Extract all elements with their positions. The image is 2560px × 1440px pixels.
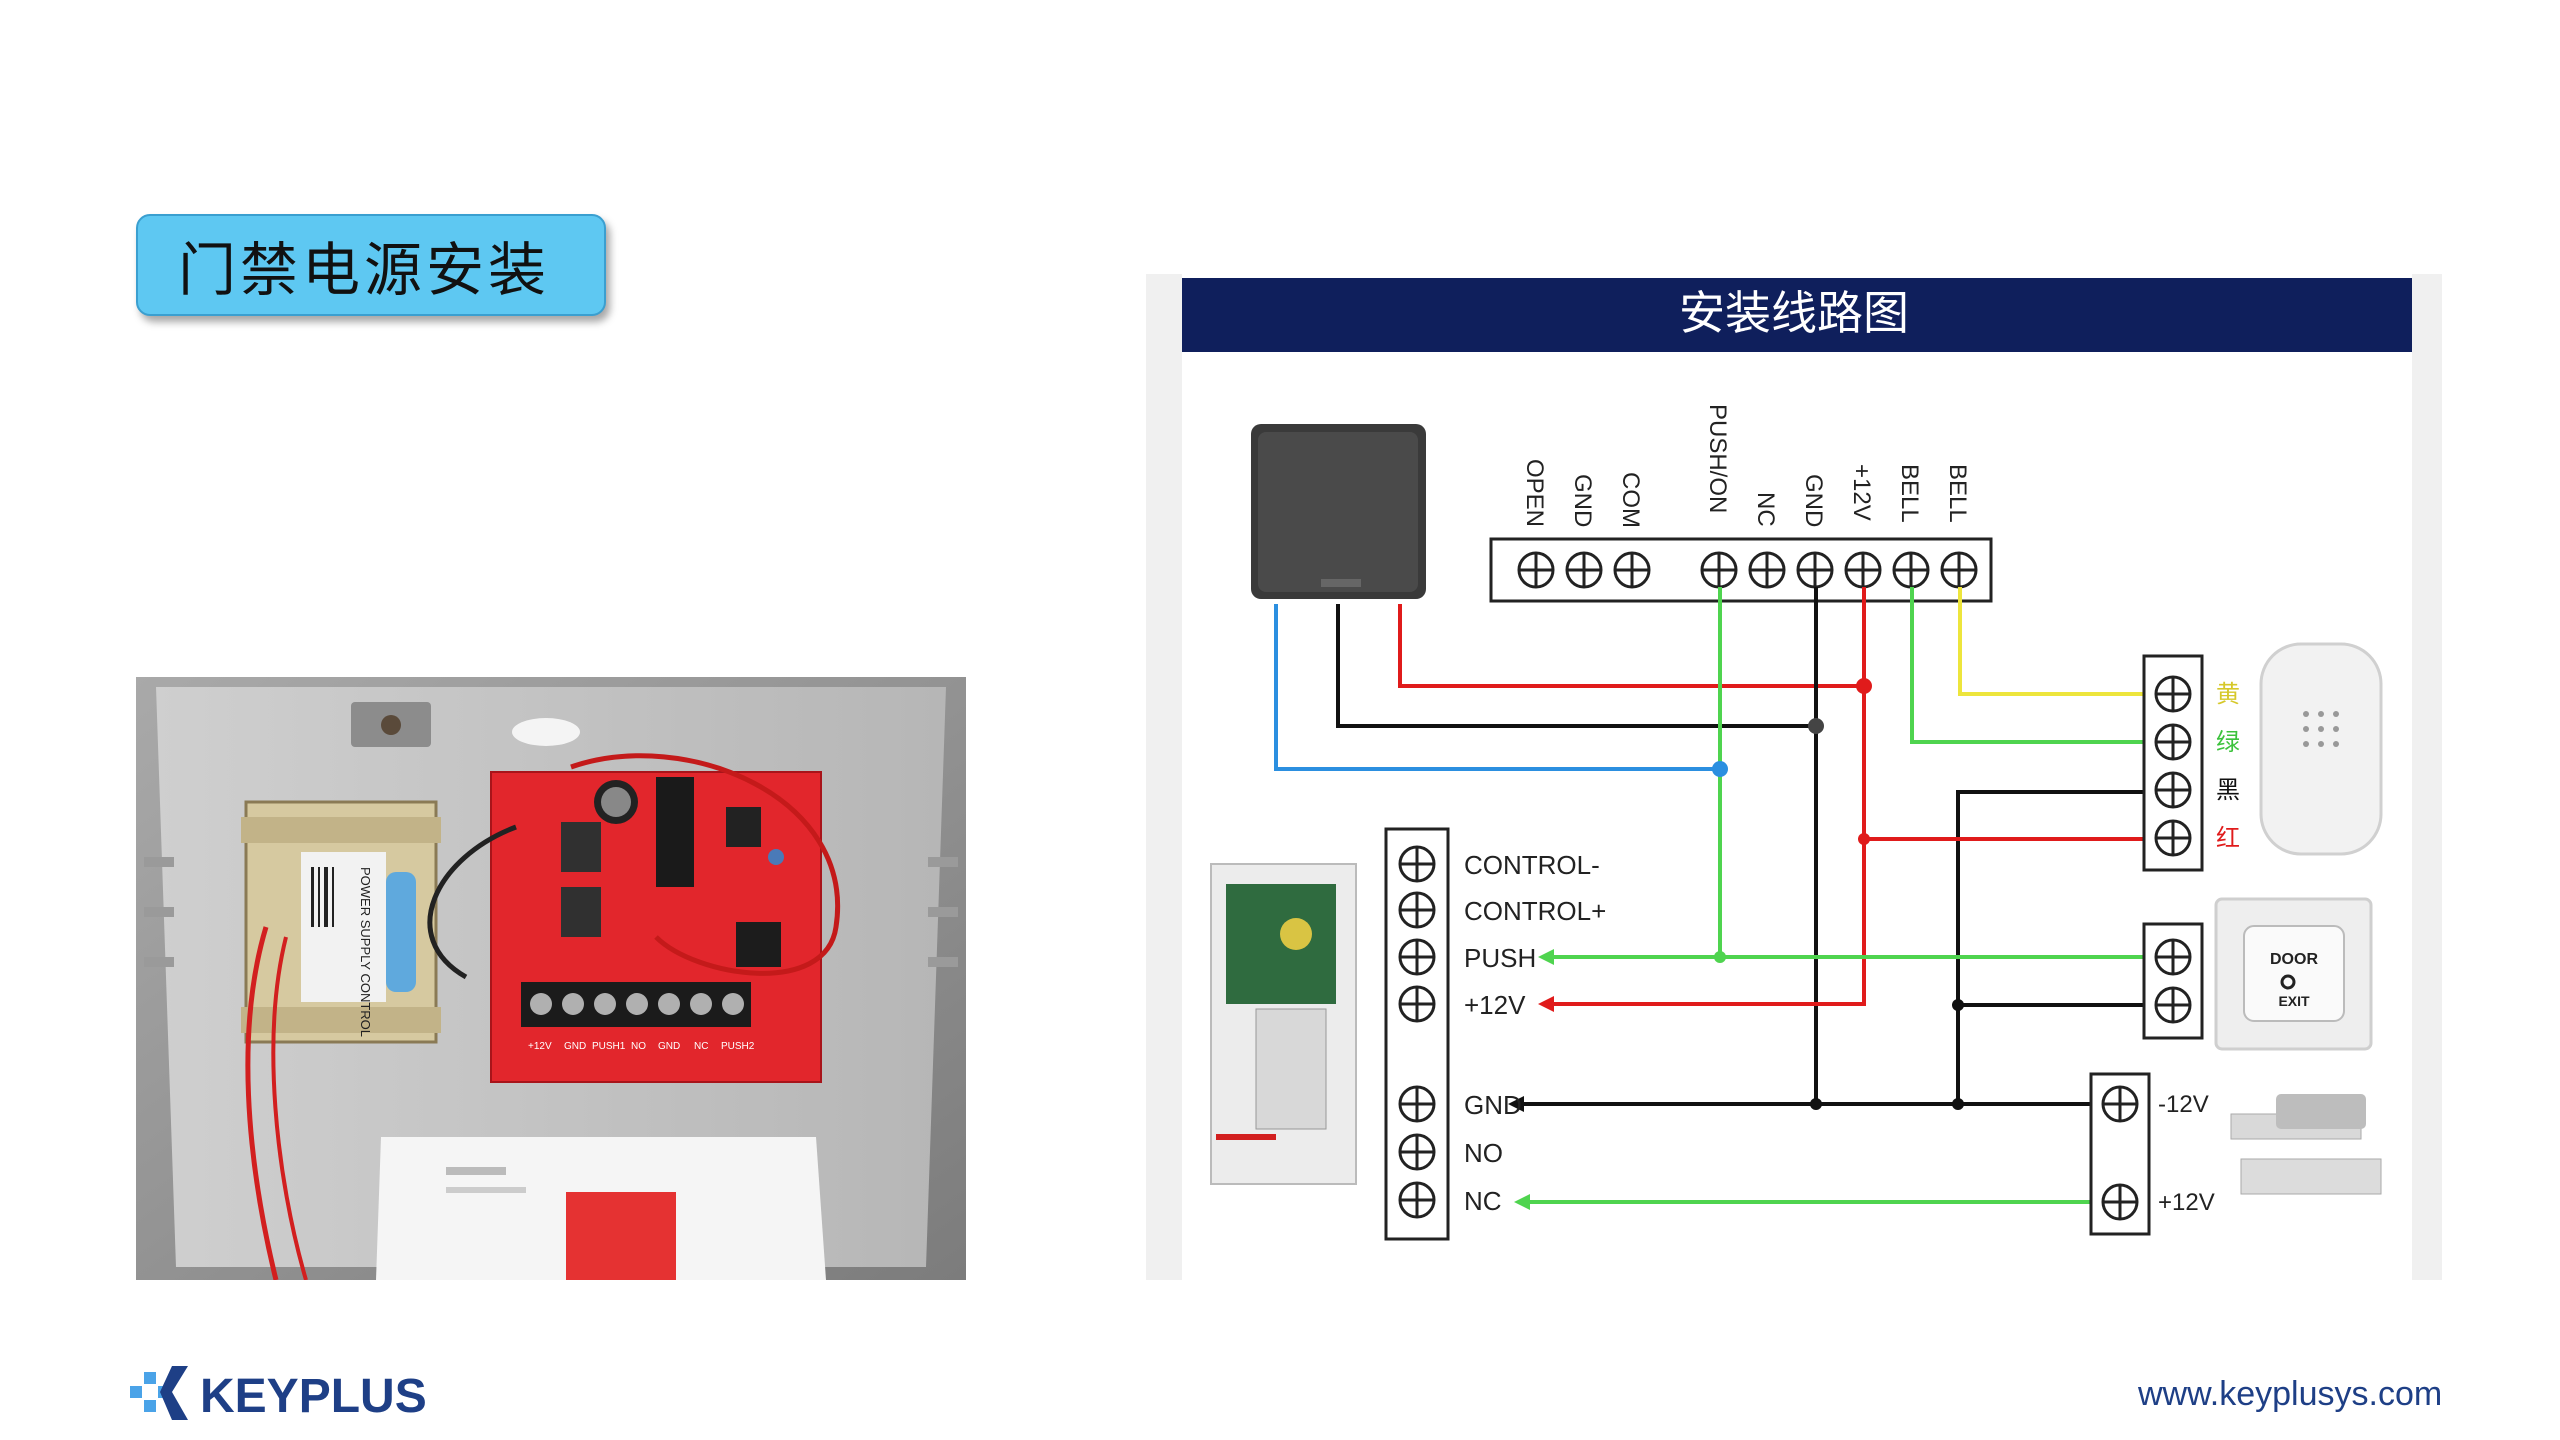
controller-label-control-plus: CONTROL+ [1464, 896, 1606, 926]
magnetic-lock [2230, 1094, 2382, 1195]
board-label: PUSH1 [592, 1041, 626, 1052]
bell-wire-yellow: 黄 [2216, 680, 2240, 708]
transformer-label: POWER SUPPLY CONTROL [358, 867, 373, 1037]
terminal-label-com: COM [1617, 472, 1644, 528]
bell-screws [2154, 675, 2192, 857]
controller-label-gnd: GND [1464, 1090, 1522, 1120]
lock-label-minus12v: -12V [2158, 1091, 2209, 1118]
wiring-diagram: 安装线路图 OPEN GND COM PUSH/ON NC GND +12V B… [1146, 274, 2442, 1280]
section-title: 门禁电源安装 [178, 236, 551, 304]
board-label: NC [694, 1041, 708, 1052]
power-supply-photo: POWER SUPPLY CONTROL +12V GND PUSH1 NO G… [136, 677, 966, 1280]
controller-terminal-strip [1384, 827, 1450, 1241]
terminal-label-gnd: GND [1569, 474, 1596, 527]
board-label: PUSH2 [721, 1041, 755, 1052]
lock-screws [2101, 1085, 2139, 1221]
controller-board [1210, 863, 1357, 1185]
terminal-label-bell: BELL [1944, 464, 1971, 523]
lock-label-plus12v: +12V [2158, 1189, 2215, 1216]
key-icon [2280, 974, 2296, 990]
terminal-label-gnd: GND [1800, 474, 1827, 527]
exit-button: DOOR EXIT [2214, 897, 2373, 1051]
wire-arrows [1514, 949, 1554, 1210]
board-label: NO [631, 1041, 646, 1052]
exit-screws [2154, 938, 2192, 1024]
exit-button-door-text: DOOR [2270, 951, 2318, 968]
bell-wire-red: 红 [2216, 824, 2240, 852]
board-label: GND [658, 1041, 680, 1052]
terminal-label-bell: BELL [1896, 464, 1923, 523]
bell-wire-black: 黑 [2216, 776, 2240, 804]
controller-label-push: PUSH [1464, 943, 1536, 973]
exit-button-exit-text: EXIT [2278, 993, 2310, 1009]
bell-wire-green: 绿 [2216, 728, 2240, 756]
controller-label-nc: NC [1464, 1186, 1502, 1216]
terminal-label-open: OPEN [1521, 459, 1548, 527]
wire-junctions [1712, 678, 1964, 1110]
controller-screws [1398, 845, 1436, 1219]
controller-label-control-minus: CONTROL- [1464, 850, 1600, 880]
diagram-header-bar [1182, 278, 2412, 352]
logo-mark-icon [130, 1372, 170, 1412]
section-title-badge: 门禁电源安装 [136, 214, 606, 316]
controller-label-12v: +12V [1464, 990, 1526, 1020]
logo-text: KEYPLUS [200, 1370, 427, 1423]
doorbell [2259, 642, 2383, 856]
board-label: +12V [528, 1041, 552, 1052]
terminal-label-nc: NC [1752, 492, 1779, 527]
terminal-label-push-on: PUSH/ON [1704, 404, 1731, 513]
board-label: GND [564, 1041, 586, 1052]
diagram-header-title: 安装线路图 [1679, 286, 1909, 340]
website-link[interactable]: www.keyplusys.com [2138, 1375, 2443, 1413]
controller-label-no: NO [1464, 1138, 1503, 1168]
card-reader [1251, 424, 1426, 599]
terminal-label-12v: +12V [1848, 464, 1875, 521]
keyplus-logo: KEYPLUS [130, 1366, 427, 1423]
